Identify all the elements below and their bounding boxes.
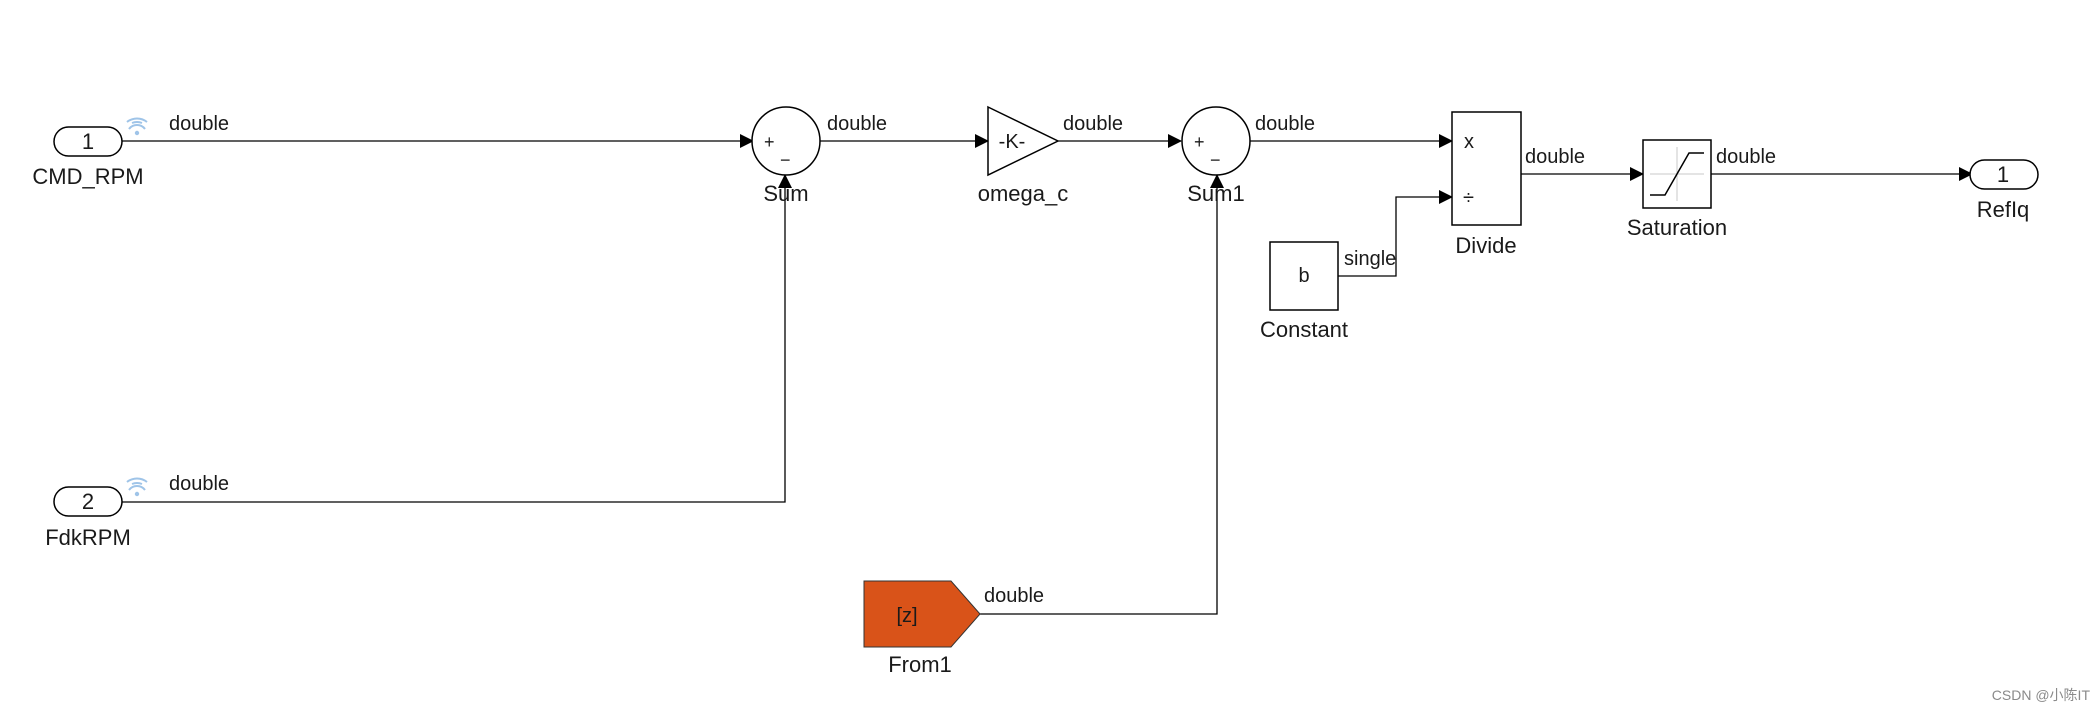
signal-label-gain-out: double: [1063, 113, 1123, 135]
from-name: From1: [888, 652, 952, 677]
inport-number: 1: [82, 129, 94, 154]
inport-name: CMD_RPM: [32, 164, 143, 189]
watermark: CSDN @小陈IT: [1991, 687, 2090, 703]
signal-label-sum1-out: double: [1255, 113, 1315, 135]
signal-label-sum-out: double: [827, 113, 887, 135]
sum-minus-sign: −: [780, 150, 791, 170]
gain-block-omega-c[interactable]: -K- omega_c: [978, 105, 1069, 206]
constant-value: b: [1298, 265, 1309, 287]
from-block[interactable]: [z] From1: [863, 580, 981, 677]
line-constant-to-divide[interactable]: [1338, 190, 1453, 277]
signal-label-cmd: double: [169, 113, 229, 135]
signal-lines: [122, 134, 1973, 615]
sum-name: Sum: [763, 181, 808, 206]
outport-number: 1: [1997, 162, 2009, 187]
signal-wifi-icon: [126, 477, 148, 497]
sum1-name: Sum1: [1187, 181, 1244, 206]
sum-block[interactable]: + − Sum: [751, 106, 821, 206]
saturation-name: Saturation: [1627, 215, 1727, 240]
inport-fdk-rpm[interactable]: 2 FdkRPM: [45, 486, 131, 550]
inport-cmd-rpm[interactable]: 1 CMD_RPM: [32, 126, 144, 189]
sum-minus-sign: −: [1210, 150, 1221, 170]
line-fdk-to-sum[interactable]: [122, 174, 792, 503]
divide-block[interactable]: x ÷ Divide: [1451, 111, 1522, 258]
inport-name: FdkRPM: [45, 525, 131, 550]
constant-block[interactable]: b Constant: [1260, 241, 1348, 342]
signal-label-saturation-out: double: [1716, 146, 1776, 168]
sum-plus-sign: +: [1194, 132, 1205, 152]
saturation-curve-icon: [1650, 152, 1704, 196]
signal-label-constant-out: single: [1344, 248, 1396, 270]
signal-wifi-icon: [126, 117, 148, 136]
signal-label-from-out: double: [984, 585, 1044, 607]
divide-name: Divide: [1455, 233, 1516, 258]
line-from-to-sum1[interactable]: [980, 174, 1224, 615]
outport-name: RefIq: [1977, 197, 2030, 222]
constant-name: Constant: [1260, 317, 1348, 342]
sum-plus-sign: +: [764, 132, 775, 152]
from-tag: [z]: [896, 605, 917, 627]
signal-label-fdk: double: [169, 473, 229, 495]
signal-label-divide-out: double: [1525, 146, 1585, 168]
divide-mult-sign: x: [1464, 131, 1474, 153]
gain-value: -K-: [999, 131, 1026, 153]
inport-number: 2: [82, 489, 94, 514]
sum1-block[interactable]: + − Sum1: [1181, 106, 1251, 206]
outport-refiq[interactable]: 1 RefIq: [1969, 159, 2039, 222]
gain-name: omega_c: [978, 181, 1069, 206]
divide-div-sign: ÷: [1463, 187, 1474, 209]
saturation-block[interactable]: Saturation: [1627, 139, 1727, 240]
